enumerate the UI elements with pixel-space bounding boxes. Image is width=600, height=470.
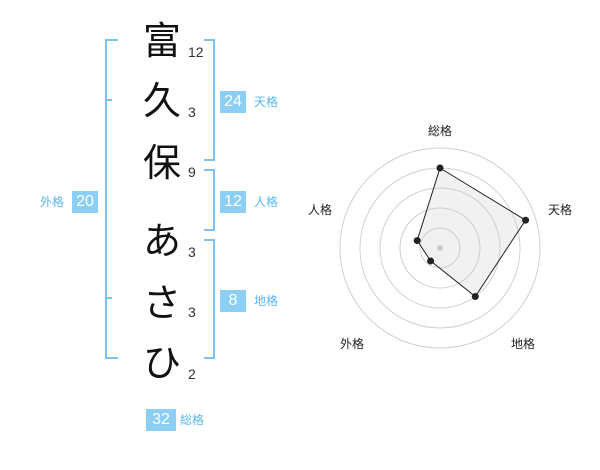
radar-axis-label-gaikaku: 外格	[340, 337, 365, 351]
radar-axis-label-soukaku: 総格	[428, 124, 453, 138]
radar-series-polygon	[416, 167, 527, 298]
radar-point-3	[471, 293, 479, 301]
radar-point-1	[436, 164, 444, 172]
soukaku-label: 総格	[180, 413, 205, 427]
gaikaku-label: 外格	[40, 195, 65, 209]
radar-point-4	[427, 257, 435, 265]
tenkaku-bracket	[204, 39, 215, 161]
soukaku-value: 32	[146, 409, 176, 431]
stroke-count-3: 9	[188, 164, 196, 180]
name-char-4: あ	[142, 219, 181, 263]
chikaku-bracket	[204, 239, 215, 359]
jinkaku-label: 人格	[254, 195, 279, 209]
stroke-count-6: 2	[188, 366, 196, 382]
radar-center-dot	[437, 245, 443, 251]
stroke-count-1: 12	[188, 44, 204, 60]
gaikaku-value: 20	[72, 191, 98, 213]
radar-ring	[379, 187, 501, 309]
tenkaku-label: 天格	[254, 95, 279, 109]
name-char-2: 久	[142, 79, 181, 123]
jinkaku-value: 12	[220, 191, 246, 213]
chikaku-value: 8	[220, 290, 246, 312]
stroke-count-2: 3	[188, 104, 196, 120]
chikaku-label: 地格	[254, 294, 279, 308]
jinkaku-bracket	[204, 169, 215, 231]
tenkaku-value: 24	[220, 91, 246, 113]
name-char-6: ひ	[142, 341, 181, 385]
radar-ring	[339, 147, 541, 349]
radar-ring	[399, 207, 481, 289]
radar-point-5	[413, 237, 421, 245]
radar-point-2	[522, 216, 530, 224]
radar-axis-label-tenkaku: 天格	[548, 203, 573, 217]
stroke-count-5: 3	[188, 304, 196, 320]
stroke-count-4: 3	[188, 244, 196, 260]
name-char-1: 富	[142, 19, 181, 63]
name-char-5: さ	[142, 281, 181, 325]
name-char-3: 保	[142, 141, 181, 185]
radar-axis-label-jinkaku: 人格	[308, 203, 333, 217]
radar-axis-label-chikaku: 地格	[511, 337, 536, 351]
gaikaku-bracket	[105, 39, 118, 359]
